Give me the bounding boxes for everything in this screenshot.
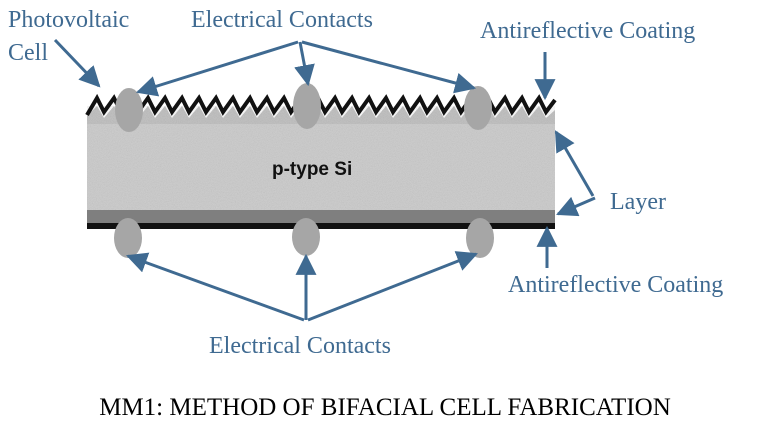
label-p-type-si: p-type Si — [272, 159, 353, 180]
label-electrical-contacts-bottom: Electrical Contacts — [209, 333, 391, 359]
arrow-contacts-bottom-left — [126, 252, 305, 322]
label-photovoltaic-line2: Cell — [8, 40, 48, 66]
rear-layer-band — [87, 210, 555, 223]
arrow-photovoltaic-cell — [53, 38, 101, 88]
label-photovoltaic-line1: Photovoltaic — [8, 7, 130, 33]
arrow-layer-up — [554, 130, 595, 197]
arrow-contacts-top-right — [301, 40, 477, 94]
p-type-si-substrate — [87, 124, 555, 212]
arrow-contacts-top-center — [294, 41, 315, 87]
figure-caption: MM1: METHOD OF BIFACIAL CELL FABRICATION — [99, 394, 671, 421]
top-contact-center — [293, 83, 321, 129]
arrow-layer-down — [556, 196, 596, 217]
bottom-contact-center — [292, 218, 320, 256]
arrow-contacts-bottom-right — [307, 251, 478, 322]
top-contact-left — [115, 88, 143, 132]
label-layer: Layer — [610, 189, 666, 215]
antireflective-coating-bottom — [87, 223, 555, 229]
arrow-contacts-top-left — [135, 40, 299, 97]
label-electrical-contacts-top: Electrical Contacts — [191, 7, 373, 33]
bottom-contact-right — [466, 218, 494, 258]
top-contact-right — [464, 86, 492, 130]
label-antireflective-coating-bottom: Antireflective Coating — [508, 272, 724, 298]
substrate-textured-top — [87, 106, 555, 124]
bottom-contact-left — [114, 218, 142, 258]
label-antireflective-coating-top: Antireflective Coating — [480, 18, 696, 44]
